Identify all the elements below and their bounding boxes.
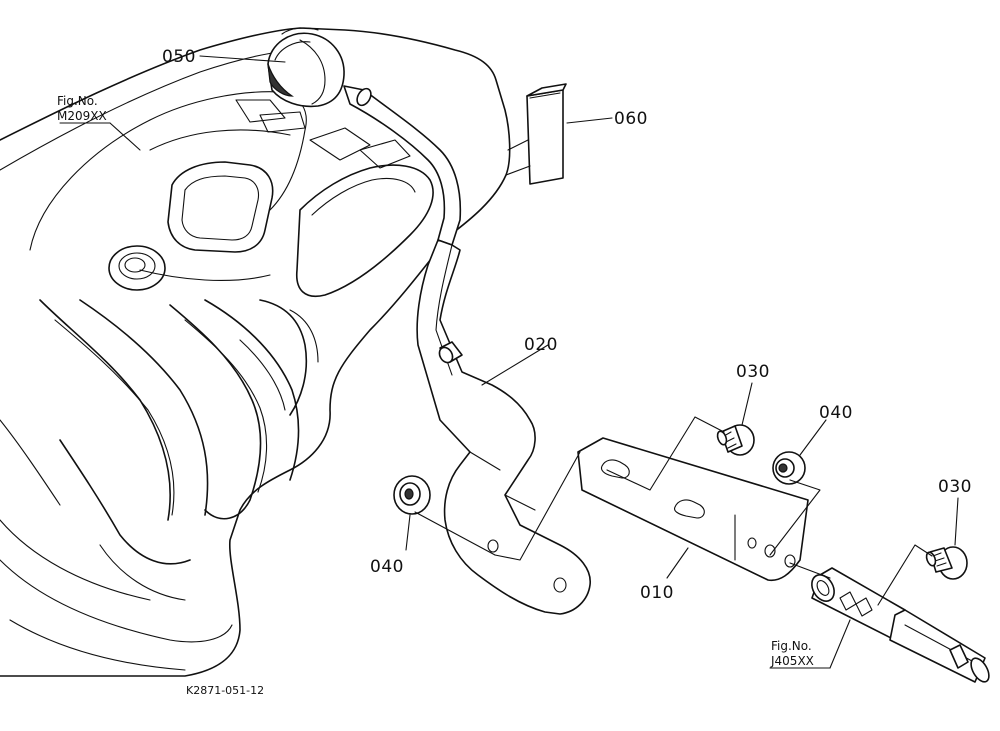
callout-020: 020 [524, 335, 558, 355]
ref-2-code: J405XX [770, 654, 814, 668]
callout-040-left: 040 [370, 557, 404, 577]
ref-1-label: Fig.No. [57, 94, 98, 108]
callout-030-upper: 030 [736, 362, 770, 382]
leader-lines [59, 55, 959, 669]
ref-2-label: Fig.No. [771, 639, 812, 653]
callout-010: 010 [640, 583, 674, 603]
bracket-010 [577, 437, 809, 582]
pad-060 [505, 83, 567, 185]
bolt-030-upper [716, 424, 755, 456]
callout-060: 060 [614, 109, 648, 129]
washer-040-right [772, 451, 806, 485]
shaft-assembly [811, 567, 990, 683]
knob-050 [267, 32, 345, 108]
assembly-lines [414, 416, 933, 606]
bolt-030-lower [925, 546, 968, 580]
ref-1-code: M209XX [57, 109, 107, 123]
callout-050: 050 [162, 47, 196, 67]
washer-040-left [393, 475, 431, 515]
lever-020 [416, 239, 591, 615]
callout-030-lower: 030 [938, 477, 972, 497]
fender-housing [0, 27, 511, 677]
callout-labels: 050 060 020 030 040 040 010 030 [162, 47, 972, 603]
drawing-code: K2871-051-12 [186, 684, 264, 697]
lever-assembly [267, 27, 591, 615]
figure-references: Fig.No. M209XX Fig.No. J405XX [57, 94, 814, 668]
callout-040-right: 040 [819, 403, 853, 423]
